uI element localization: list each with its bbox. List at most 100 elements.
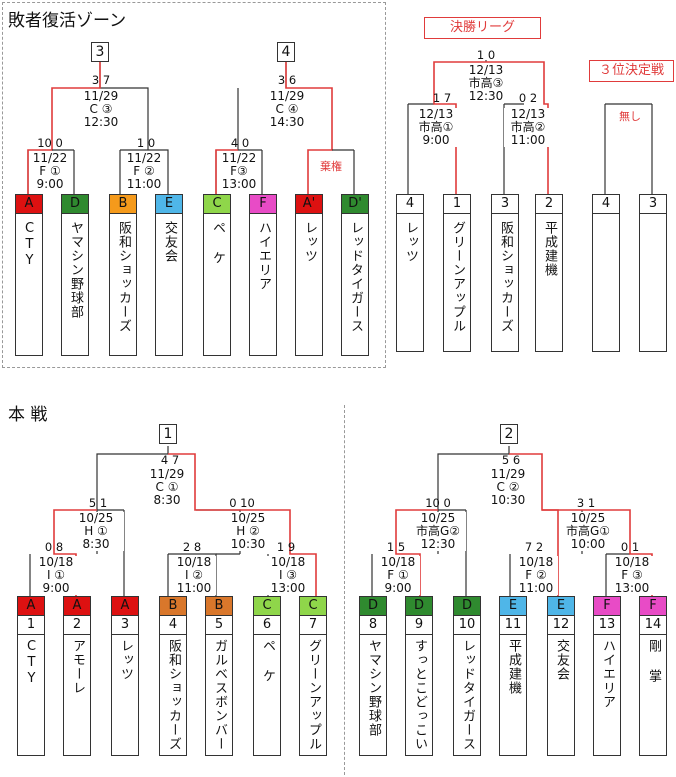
main-semi-score: 3 1 [576,496,596,510]
team-group-label: F [594,597,620,616]
final-right-info: 12/13 市高② 11:00 [504,108,552,147]
main-bracket-1-label: 1 [159,424,177,444]
team-name: ヤマシン野球部 [68,221,83,319]
revival-bracket-4-label: 4 [277,42,295,62]
main-semi-info: 10/25 H ① 8:30 [68,512,124,551]
team-group-label: E [548,597,574,616]
final-league-title: 決勝リーグ [424,17,541,39]
revival-team-card: C ペ ケ [203,194,231,356]
main-quarter-score: 1 5 [386,540,406,554]
final-top-score: 1 0 [476,48,496,62]
team-group-label: C [204,195,230,214]
final-left-info: 12/13 市高① 9:00 [412,108,460,147]
team-name: CTY [22,221,37,269]
revival-mid-score-2: 1 0 [136,136,156,150]
revival-bracket-3-label: 3 [91,42,109,62]
revival-team-card: A CTY [15,194,43,356]
main-quarter-score: 0 8 [44,540,64,554]
revival-team-card: B 阪和ショッカーズ [109,194,137,356]
team-group-label: C [300,597,326,616]
team-name: レッツ [302,221,317,263]
main-quarter-score: 1 9 [276,540,296,554]
team-name: グリーンアップル [306,639,321,751]
revival-team-card: E 交友会 [155,194,183,356]
revival-top-score-3: 3 7 [91,73,111,87]
team-name: 阪和ショッカーズ [116,221,131,333]
revival-zone-title: 敗者復活ゾーン [8,11,127,31]
team-seed: 3 [112,616,138,635]
team-group-label: D [360,597,386,616]
team-name: アモーレ [70,639,85,695]
team-seed: 4 [397,195,423,214]
team-seed: 4 [593,195,619,214]
team-seed: 10 [454,616,480,635]
team-group-label: B [160,597,186,616]
team-group-label: D [62,195,88,214]
team-seed: 3 [492,195,518,214]
team-group-label: B [206,597,232,616]
team-seed: 14 [640,616,666,635]
team-group-label: E [156,195,182,214]
main-top-score-2: 5 6 [501,453,521,467]
team-name: ガルベスボンバー [212,639,227,751]
team-seed: 2 [64,616,90,635]
revival-mid-score-3: 4 0 [230,136,250,150]
team-seed: 8 [360,616,386,635]
revival-top-score-4: 3 6 [277,73,297,87]
main-quarter-info: 10/18 F ③ 13:00 [610,556,654,595]
team-group-label: F [250,195,276,214]
revival-zone-frame [2,2,386,368]
team-seed: 3 [640,195,666,214]
team-group-label: D [406,597,432,616]
main-quarter-score: 7 2 [524,540,544,554]
main-bracket-2-label: 2 [500,424,518,444]
team-name: すっとこどっこい [412,639,427,751]
team-group-label: A' [296,195,322,214]
team-name: グリーンアップル [450,221,465,333]
revival-mid-info-1: 11/22 F ① 9:00 [30,152,70,191]
team-group-label: D' [342,195,368,214]
team-seed: 2 [536,195,562,214]
main-top-info-2: 11/29 C ② 10:30 [483,468,533,507]
team-name: ペ ケ [210,221,225,265]
team-seed: 12 [548,616,574,635]
revival-team-card: A' レッツ [295,194,323,356]
revival-team-card: D ヤマシン野球部 [61,194,89,356]
team-group-label: D [454,597,480,616]
team-name: ヤマシン野球部 [366,639,381,737]
revival-team-card: D'レッドタイガース [341,194,369,356]
third-place-card: 3 [639,194,667,352]
team-name: 交友会 [162,221,177,263]
team-seed: 1 [18,616,44,635]
team-seed: 7 [300,616,326,635]
main-quarter-score: 2 8 [182,540,202,554]
main-semi-score: 5 1 [88,496,108,510]
main-divider [344,405,345,775]
team-name: CTY [24,639,39,687]
forfeit-label: 棄権 [320,160,342,173]
team-name: 阪和ショッカーズ [166,639,181,751]
main-semi-info: 10/25 市高G② 12:30 [410,512,466,551]
team-name: レッドタイガース [460,639,475,751]
team-group-label: B [110,195,136,214]
main-quarter-info: 10/18 I ③ 13:00 [266,556,310,595]
third-place-title: ３位決定戦 [589,60,674,82]
team-group-label: A [16,195,42,214]
team-name: 平成建機 [506,639,521,695]
revival-mid-score-1: 10 0 [37,136,63,150]
team-seed: 11 [500,616,526,635]
final-top-info: 12/13 市高③ 12:30 [458,64,514,103]
